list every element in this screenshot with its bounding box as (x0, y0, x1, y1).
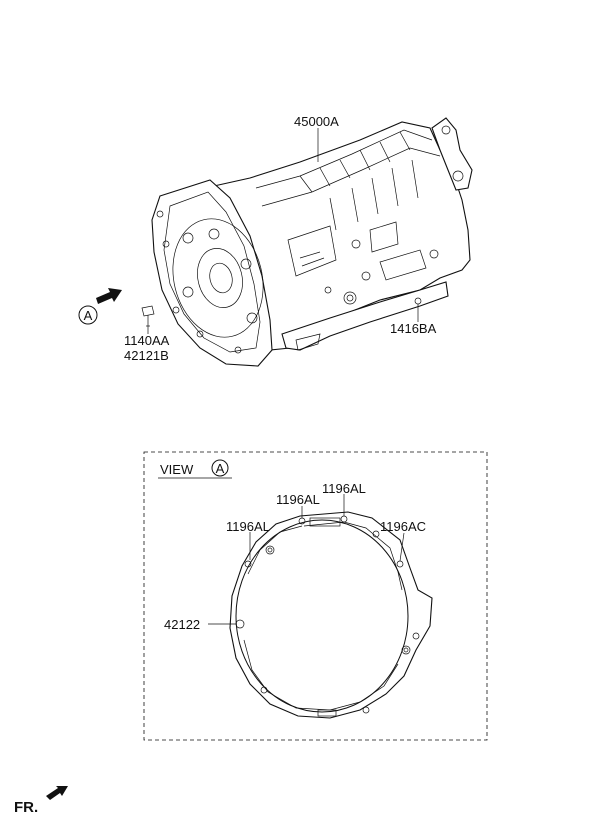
gasket-bolt-label-right: 1196AC (380, 519, 426, 534)
view-marker: A (211, 459, 229, 477)
leader-bolt-4 (399, 532, 405, 562)
front-arrow-icon (46, 786, 68, 800)
callout-marker-label: A (84, 308, 93, 323)
gasket-bolt-label-left: 1196AL (226, 519, 270, 534)
plug-label: 1416BA (390, 321, 437, 336)
plug-part (414, 297, 422, 312)
gasket-label: 42122 (164, 617, 200, 632)
view-direction-arrow (96, 288, 122, 304)
gasket-bolt-label-top: 1196AL (322, 481, 366, 496)
bolt-label-a: 1140AA (124, 333, 170, 348)
gasket-illustration (229, 511, 433, 719)
gasket-bolt-label-mid: 1196AL (276, 492, 320, 507)
bolt-label-b: 42121B (124, 348, 169, 363)
transmission-assembly-illustration (151, 117, 473, 367)
view-a-frame (143, 451, 488, 741)
bolt-part (141, 305, 155, 327)
view-a-callout: A (78, 305, 98, 325)
view-label: VIEW (160, 462, 194, 477)
view-marker-label: A (216, 461, 225, 476)
front-label: FR. (14, 799, 38, 816)
transmission-label: 45000A (294, 114, 339, 129)
front-indicator: FR. (14, 786, 68, 816)
